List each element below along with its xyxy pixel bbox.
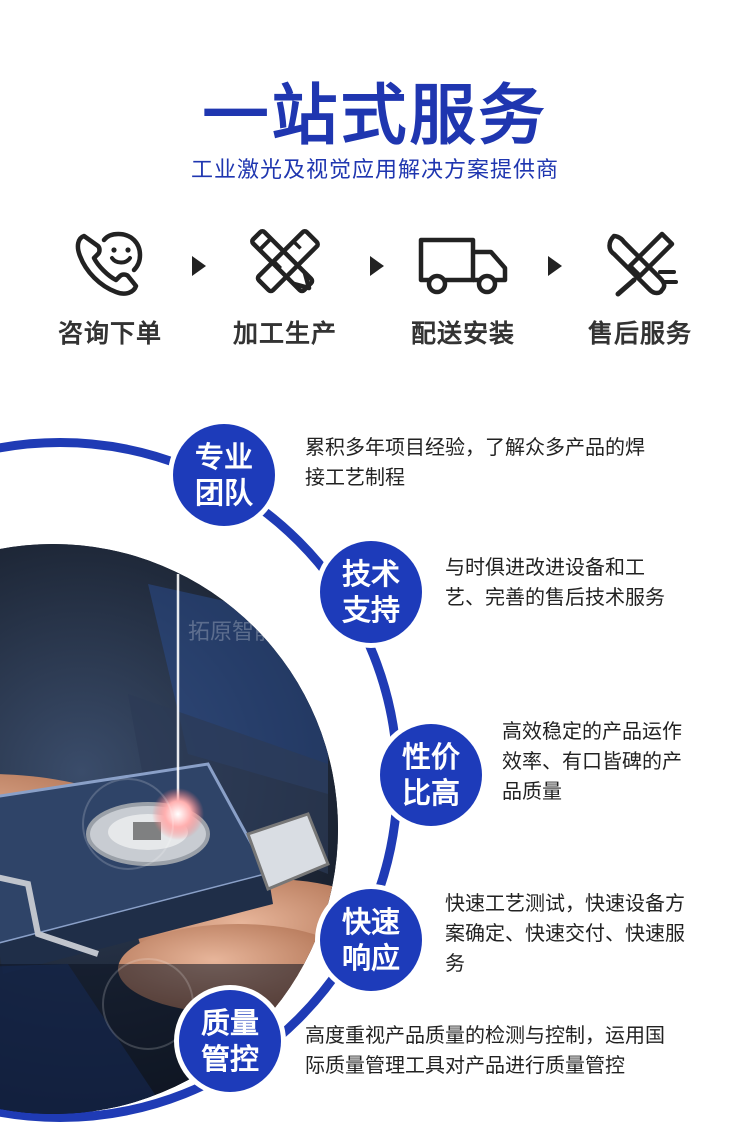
badge-text: 性价 [401,740,460,774]
step-delivery: 配送安装 [388,228,538,350]
badge-fast-response: 快速 响应 [320,889,422,991]
features-section: 拓原智能 拓原智能 TuoYuan Itellect 专业 团队 累积多年项目经… [0,420,750,1129]
page-title: 一站式服务 [202,77,548,154]
feature-text-line: 快速工艺测试，快速设备方 [445,891,685,915]
feature-text-line: 效率、有口皆碑的产 [502,749,682,773]
badge-value: 性价 比高 [380,724,482,826]
arrow-icon [192,256,206,276]
feature-text-line: 接工艺制程 [305,465,405,489]
feature-text-fast: 快速工艺测试，快速设备方 案确定、快速交付、快速服 务 [445,888,685,978]
truck-icon [418,237,508,295]
feature-text-line: 累积多年项目经验，了解众多产品的焊 [305,435,645,459]
arrow-icon [370,256,384,276]
feature-text-line: 高效稳定的产品运作 [502,719,682,743]
badge-text: 专业 [194,440,253,474]
pencil-ruler-icon [250,229,320,294]
service-steps: 咨询下单 加工生产 配送安装 [0,228,750,358]
feature-text-line: 案确定、快速交付、快速服 [445,921,685,945]
badge-text: 比高 [401,776,460,810]
badge-tech-support: 技术 支持 [320,541,422,643]
watermark-text-en: TuoYuan Itellect [188,1087,323,1103]
step-label: 加工生产 [232,319,337,348]
feature-text-tech: 与时俱进改进设备和工 艺、完善的售后技术服务 [445,552,665,612]
badge-text: 质量 [200,1006,259,1040]
badge-text: 支持 [341,593,400,627]
feature-text-value: 高效稳定的产品运作 效率、有口皆碑的产 品质量 [502,716,682,806]
badge-text: 响应 [341,941,400,975]
step-consult: 咨询下单 [35,228,185,350]
feature-text-quality: 高度重视产品质量的检测与控制，运用国 际质量管理工具对产品进行质量管控 [305,1020,665,1080]
feature-text-line: 高度重视产品质量的检测与控制，运用国 [305,1023,665,1047]
feature-text-line: 务 [445,951,465,975]
phone-smile-icon [75,231,143,296]
badge-text: 团队 [194,476,253,510]
badge-text: 快速 [341,905,400,939]
badge-text: 技术 [341,557,400,591]
wrench-screwdriver-icon [607,231,678,297]
feature-text-line: 艺、完善的售后技术服务 [445,585,665,609]
badge-quality: 质量 管控 [179,990,281,1092]
feature-text-line: 品质量 [502,779,562,803]
arrow-icon [548,256,562,276]
badge-team: 专业 团队 [173,424,275,526]
step-label: 售后服务 [587,319,692,348]
page-subtitle: 工业激光及视觉应用解决方案提供商 [190,158,559,183]
badge-text: 管控 [200,1042,259,1076]
feature-text-team: 累积多年项目经验，了解众多产品的焊 接工艺制程 [305,432,645,492]
feature-text-line: 与时俱进改进设备和工 [445,555,645,579]
step-aftersales: 售后服务 [565,228,715,350]
step-production: 加工生产 [210,228,360,350]
step-label: 咨询下单 [57,319,162,348]
feature-text-line: 际质量管理工具对产品进行质量管控 [305,1053,625,1077]
step-label: 配送安装 [410,319,515,348]
